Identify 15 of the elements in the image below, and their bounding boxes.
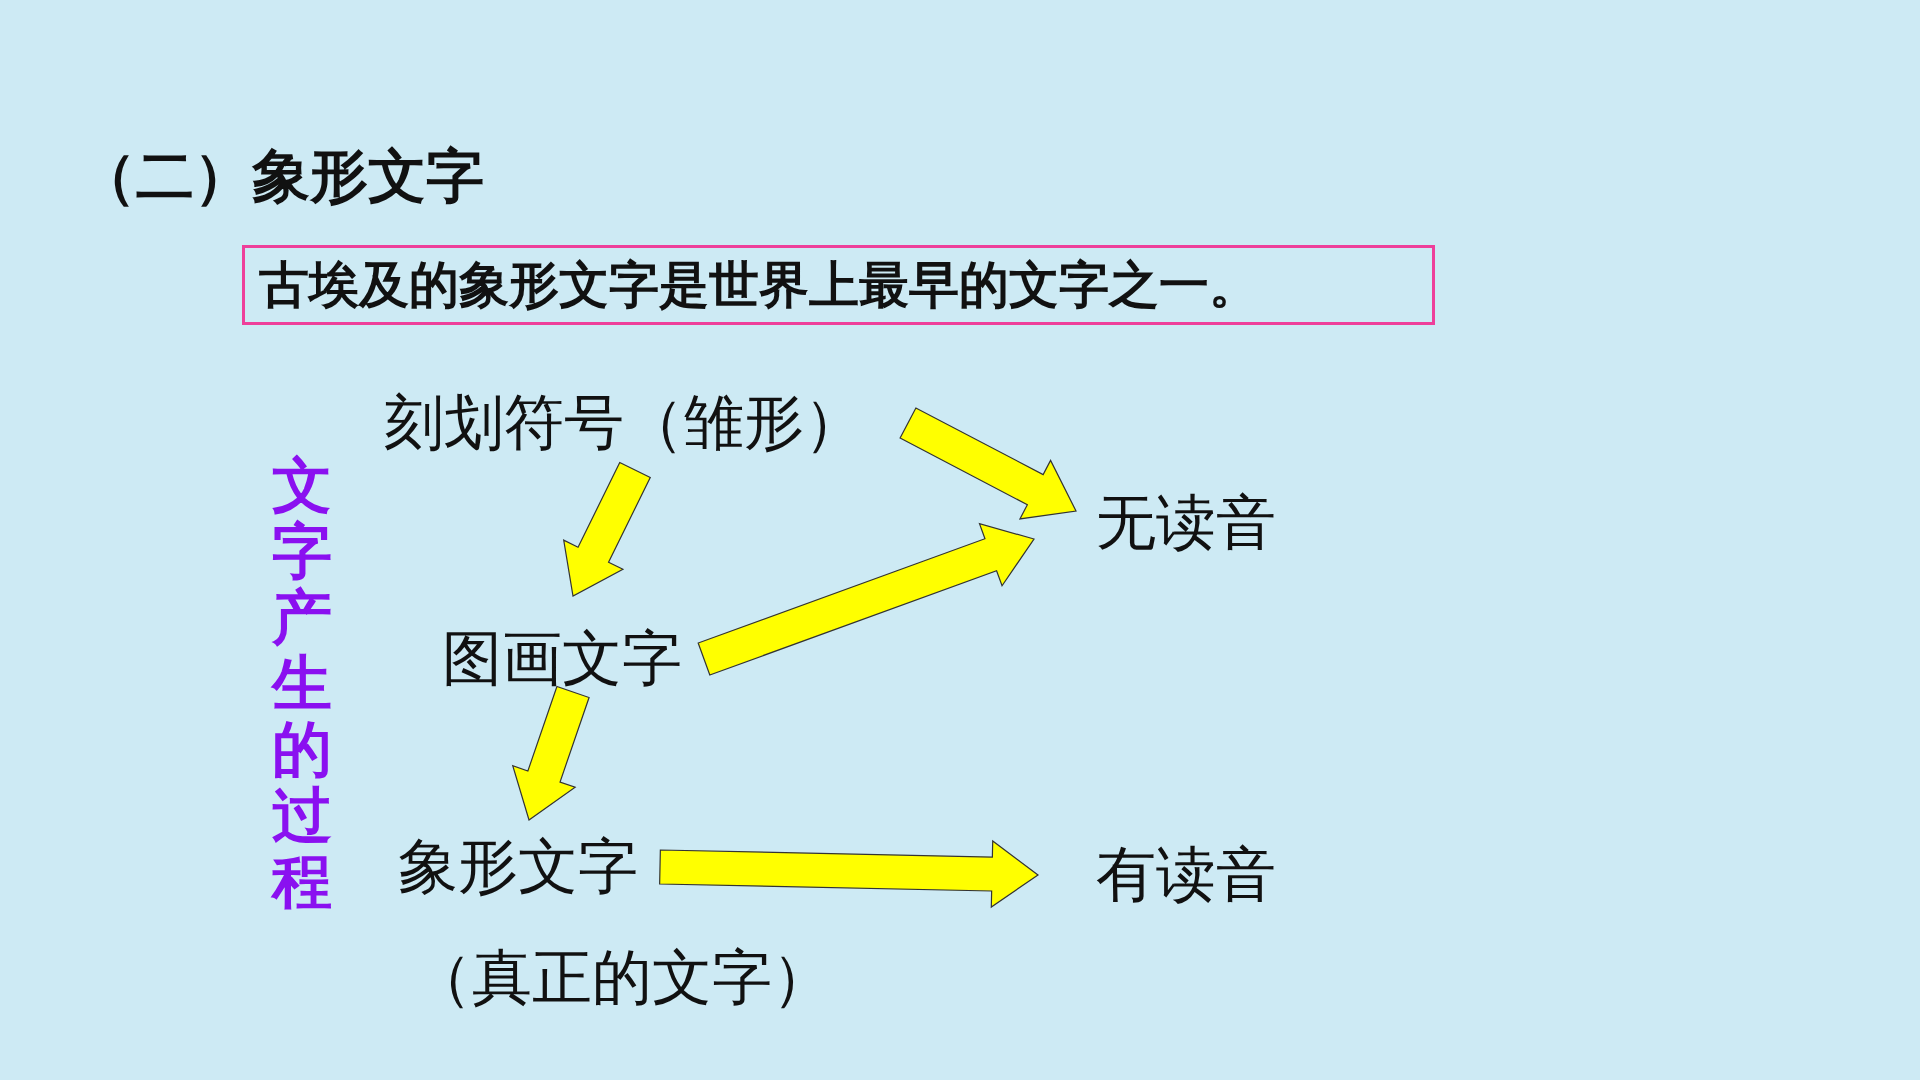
block-arrow bbox=[562, 461, 652, 597]
stage-label: 象形文字 bbox=[398, 829, 638, 903]
block-arrow bbox=[659, 839, 1040, 909]
slide-title: （二）象形文字 bbox=[78, 141, 484, 212]
stage-label: 有读音 bbox=[1096, 837, 1276, 911]
highlight-text: 古埃及的象形文字是世界上最早的文字之一。 bbox=[259, 254, 1259, 316]
stage-label: 刻划符号（雏形） bbox=[384, 385, 864, 459]
block-arrow bbox=[697, 522, 1035, 676]
stage-label: 无读音 bbox=[1096, 485, 1276, 559]
block-arrow bbox=[511, 685, 590, 821]
stage-note: （真正的文字） bbox=[412, 941, 832, 1014]
highlight-box bbox=[242, 245, 1435, 325]
stage-label: 图画文字 bbox=[442, 621, 682, 695]
vertical-heading: 文字产生的过程 bbox=[272, 452, 332, 914]
block-arrow bbox=[899, 407, 1077, 520]
